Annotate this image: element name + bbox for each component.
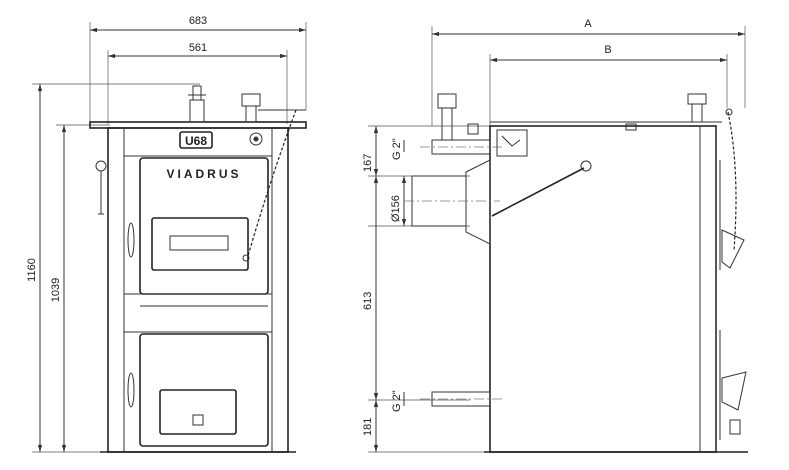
outlet-thread-label: G 2" — [391, 138, 403, 160]
dim-top-to-flue-label: 167 — [362, 154, 374, 172]
front-height-overall-label: 1160 — [26, 258, 38, 282]
model-label: U68 — [185, 134, 207, 148]
front-width-body-label: 561 — [189, 42, 207, 54]
front-height-body-label: 1039 — [50, 278, 62, 302]
thermometer-icon — [249, 132, 263, 146]
inlet-thread-label: G 2" — [391, 390, 403, 412]
model-badge — [179, 131, 213, 149]
brand-label: VIADRUS — [166, 167, 241, 181]
draught-chain — [247, 109, 297, 257]
dim-inlet-to-floor-label: 181 — [362, 418, 374, 436]
side-view: A B 167 Ø156 613 181 G 2" G 2" — [362, 18, 748, 453]
side-draught-chain — [727, 111, 737, 251]
door-handle-icon — [242, 254, 250, 262]
dim-flue-to-inlet-label: 613 — [362, 292, 374, 310]
depth-overall-label: A — [584, 18, 592, 30]
lower-door — [139, 333, 269, 447]
front-width-overall-label: 683 — [189, 15, 207, 27]
depth-body-label: B — [604, 44, 611, 56]
front-view: 683 561 1160 1039 U68 VIADRUS — [26, 15, 307, 453]
flue-diameter-label: Ø156 — [390, 195, 402, 222]
